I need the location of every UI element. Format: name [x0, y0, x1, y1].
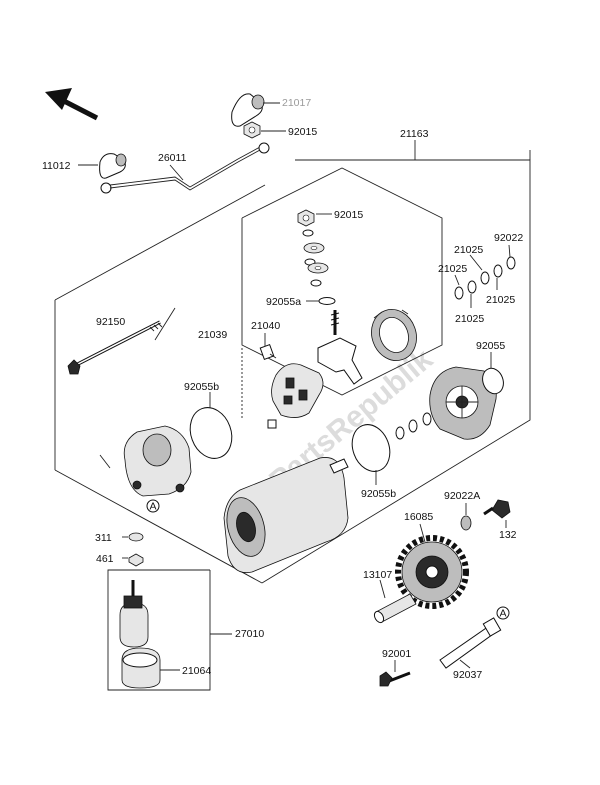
bolt-92001	[379, 671, 411, 687]
leader-lines	[78, 102, 511, 672]
label-92055b-left: 92055b	[184, 381, 219, 393]
washers-21025	[454, 256, 516, 300]
label-21163: 21163	[400, 128, 429, 140]
ref-marker-a-right-label: A	[499, 608, 506, 620]
label-132: 132	[499, 529, 517, 541]
terminal-bolt-kit	[119, 580, 149, 648]
label-92001: 92001	[382, 648, 411, 660]
plate-92037	[439, 617, 502, 669]
label-13107: 13107	[363, 569, 392, 581]
leader-line	[154, 307, 176, 341]
cap-11012	[99, 153, 127, 179]
brush-plate	[271, 363, 324, 418]
washer-92022A	[460, 515, 472, 531]
front-cover	[429, 366, 497, 440]
label-92037: 92037	[453, 669, 482, 681]
label-92022A: 92022A	[444, 490, 480, 502]
terminal-kit-box-27010	[107, 569, 211, 691]
ref-marker-a-right	[496, 606, 510, 620]
label-92055a: 92055a	[266, 296, 301, 308]
part-labels: 21017 92015 21163 11012 26011 92015 9202…	[42, 97, 523, 681]
label-21025-d: 21025	[455, 313, 484, 325]
label-16085: 16085	[404, 511, 433, 523]
motor-yoke	[223, 457, 349, 574]
label-21039: 21039	[198, 329, 227, 341]
bolt-132	[483, 499, 511, 519]
label-311: 311	[95, 532, 112, 544]
label-461: 461	[96, 553, 114, 565]
rear-cover	[371, 309, 417, 361]
nut-92015-top	[243, 121, 261, 139]
label-11012: 11012	[42, 160, 71, 172]
ref-marker-a-left	[146, 499, 160, 513]
label-26011: 26011	[158, 152, 187, 164]
label-21025-b: 21025	[438, 263, 467, 275]
front-housing	[123, 425, 192, 497]
label-92022: 92022	[494, 232, 523, 244]
cable-26011	[100, 142, 270, 194]
brush-21040	[259, 344, 277, 429]
label-21025-a: 21025	[454, 244, 483, 256]
label-21025-c: 21025	[486, 294, 515, 306]
bolt-92150	[67, 320, 163, 375]
armature-washers	[395, 412, 432, 440]
label-92015-mid: 92015	[334, 209, 363, 221]
front-direction-arrow-icon	[45, 88, 99, 121]
label-21064: 21064	[182, 665, 211, 677]
o-ring-92055b-right	[351, 424, 391, 472]
ref-marker-a-left-label: A	[149, 501, 156, 513]
o-ring-92055b-left	[189, 407, 233, 459]
leader-line	[99, 454, 111, 469]
terminal-cap-21017	[231, 93, 265, 127]
insulator-21064	[121, 647, 161, 689]
shaft-13107	[373, 593, 417, 624]
gear-16085	[395, 535, 469, 609]
assembly-outline	[54, 140, 531, 584]
terminal-bracket	[317, 310, 363, 385]
label-21017: 21017	[282, 97, 311, 109]
nut-461	[128, 553, 144, 567]
o-ring-92055a	[318, 297, 336, 305]
label-92055: 92055	[476, 340, 505, 352]
label-92055b-right: 92055b	[361, 488, 396, 500]
label-21040: 21040	[251, 320, 280, 332]
o-ring-92055	[482, 367, 504, 395]
label-92015-top: 92015	[288, 126, 317, 138]
label-27010: 27010	[235, 628, 264, 640]
terminal-stack	[297, 209, 329, 287]
label-92150: 92150	[96, 316, 125, 328]
nut-311	[128, 532, 144, 542]
